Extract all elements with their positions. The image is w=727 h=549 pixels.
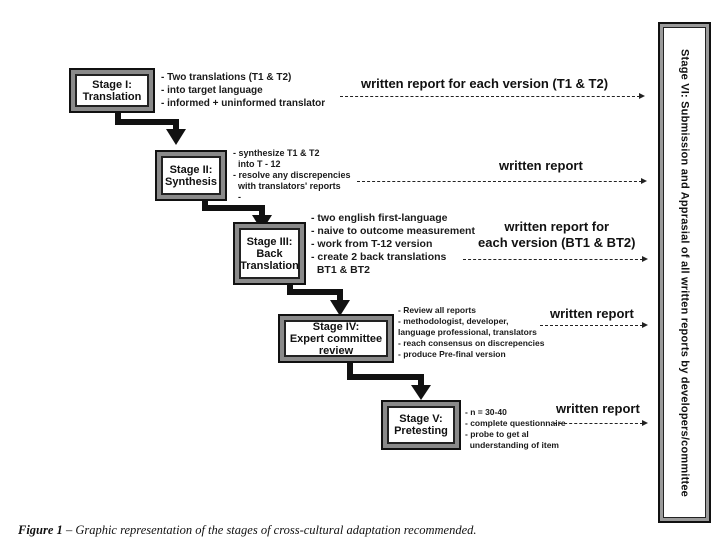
stage-5-detail: understanding of item: [465, 440, 559, 450]
stage-3-details: - two english first-language - naive to …: [311, 212, 475, 277]
stage-1-details: - Two translations (T1 & T2) - into targ…: [161, 71, 325, 110]
stage-4-detail: - methodologist, developer,: [398, 316, 509, 326]
stage-1-report-arrow: [340, 93, 645, 99]
stage-2-box: Stage II: Synthesis: [155, 150, 227, 201]
stage-3-detail: BT1 & BT2: [311, 264, 370, 276]
stage-3-detail: - create 2 back translations: [311, 251, 447, 263]
stage-4-label: Stage IV: Expert committee review: [289, 320, 383, 357]
stage-4-detail: - Review all reports: [398, 305, 476, 315]
stage-1-detail: - Two translations (T1 & T2): [161, 72, 292, 83]
stage-1-detail: - into target language: [161, 85, 263, 96]
stage-3-report-arrow: [463, 256, 648, 262]
stage-5-detail: - complete questionnaire: [465, 418, 566, 428]
arrow-stage1-to-stage2: [115, 112, 179, 131]
stage-3-detail: - two english first-language: [311, 212, 448, 224]
stage-4-detail: - produce Pre-final version: [398, 349, 506, 359]
arrow-head-4: [411, 385, 431, 400]
stage-3-report: written report for each version (BT1 & B…: [478, 219, 636, 250]
stage-2-detail: -: [233, 192, 241, 202]
stage-5-box: Stage V: Pretesting: [381, 400, 461, 450]
stage-1-detail: - informed + uninformed translator: [161, 98, 326, 109]
arrow-stage3-to-stage4: [287, 285, 343, 302]
stage-1-box: Stage I: Translation: [69, 68, 155, 113]
stage-2-detail: with translators' reports: [233, 181, 341, 191]
stage-4-report-arrow: [540, 322, 648, 328]
stage-3-label: Stage III: Back Translation: [240, 235, 299, 272]
stage-5-report: written report: [556, 401, 640, 416]
stage-5-details: - n = 30-40 - complete questionnaire - p…: [465, 407, 566, 451]
stage-6-label: Stage VI: Submission and Apprasial of al…: [678, 48, 691, 497]
stage-2-detail: - synthesize T1 & T2: [233, 148, 320, 158]
stage-5-label: Stage V: Pretesting: [394, 413, 448, 437]
stage-1-label: Stage I: Translation: [82, 78, 142, 103]
stage-4-detail: language professional, translators: [398, 327, 537, 337]
stage-4-details: - Review all reports - methodologist, de…: [398, 305, 544, 360]
arrow-head-1: [166, 129, 186, 145]
stage-4-box: Stage IV: Expert committee review: [278, 314, 394, 363]
stage-2-report: written report: [499, 158, 583, 173]
stage-2-detail: into T - 12: [233, 159, 281, 169]
stage-2-details: - synthesize T1 & T2 into T - 12 - resol…: [233, 148, 351, 203]
stage-3-box: Stage III: Back Translation: [233, 222, 306, 285]
arrow-stage4-to-stage5: [347, 362, 424, 387]
stage-4-report: written report: [550, 306, 634, 321]
stage-1-report: written report for each version (T1 & T2…: [361, 76, 609, 91]
stage-3-detail: - work from T-12 version: [311, 238, 433, 250]
caption-figure-number: Figure 1: [18, 523, 63, 537]
figure-caption: Figure 1 – Graphic representation of the…: [18, 523, 477, 538]
stage-5-detail: - probe to get al: [465, 429, 529, 439]
stage-5-detail: - n = 30-40: [465, 407, 507, 417]
arrow-stage2-to-stage3: [202, 200, 265, 217]
stage-2-report-arrow: [357, 178, 647, 184]
stage-3-detail: - naive to outcome measurement: [311, 225, 475, 237]
stage-2-detail: - resolve any discrepencies: [233, 170, 351, 180]
arrow-head-3: [330, 300, 350, 316]
caption-text: – Graphic representation of the stages o…: [62, 523, 477, 537]
stage-4-detail: - reach consensus on discrepencies: [398, 338, 545, 348]
stage-5-report-arrow: [554, 420, 648, 426]
stage-6-box: Stage VI: Submission and Apprasial of al…: [658, 22, 711, 523]
stage-2-label: Stage II: Synthesis: [165, 163, 217, 188]
